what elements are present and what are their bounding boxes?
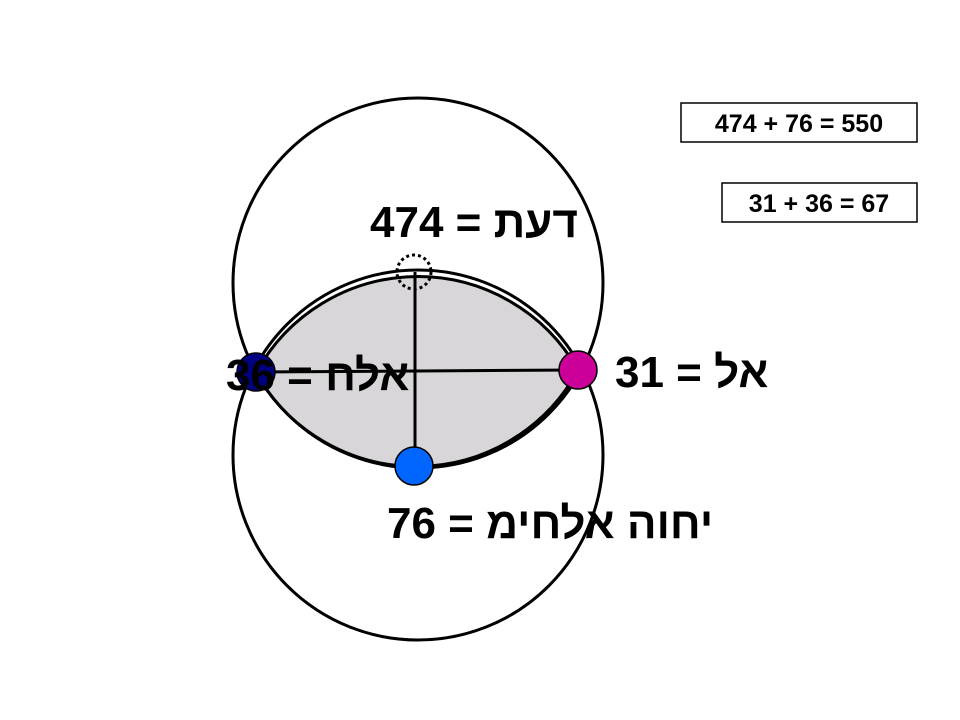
left-label: אלח = 36 xyxy=(226,351,409,400)
sum-small-text: 31 + 36 = 67 xyxy=(749,190,889,218)
right-equals: = xyxy=(664,348,714,397)
right-word: אל xyxy=(714,348,768,397)
sum-large-text: 474 + 76 = 550 xyxy=(715,110,883,138)
left-node xyxy=(236,352,276,392)
top-equals: = xyxy=(443,198,493,247)
left-equals: = xyxy=(275,351,325,400)
right-value: 31 xyxy=(615,348,664,397)
left-value: 36 xyxy=(226,351,275,400)
top-value: 474 xyxy=(370,198,444,247)
bottom-value: 76 xyxy=(387,499,436,548)
top-label: 474 = דעת xyxy=(370,198,578,247)
bottom-label: 76 = יחוה אלחימ xyxy=(387,499,713,548)
lower-circle xyxy=(231,268,605,642)
right-node xyxy=(558,350,598,390)
right-label: 31 = אל xyxy=(615,348,768,397)
horizontal-axis xyxy=(255,368,579,374)
top-word: דעת xyxy=(494,198,578,247)
left-word: אלח xyxy=(325,351,409,400)
bottom-node xyxy=(394,446,434,486)
bottom-equals: = xyxy=(436,499,486,548)
sum-large-box xyxy=(680,102,918,143)
bottom-word: יחוה אלחימ xyxy=(486,499,713,548)
sum-small-box xyxy=(721,182,918,223)
top-dotted-node xyxy=(395,253,433,291)
